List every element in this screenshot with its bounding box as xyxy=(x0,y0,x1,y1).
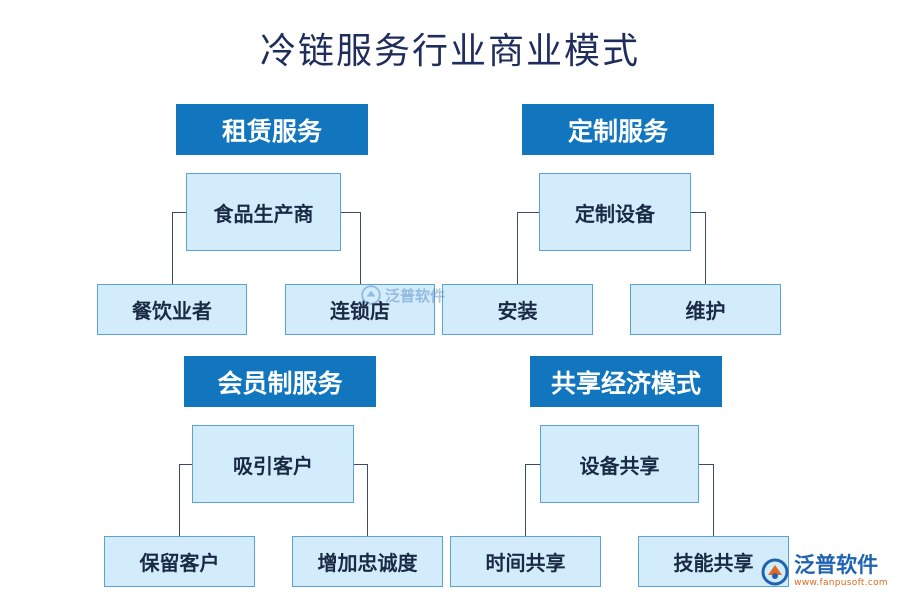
watermark-text: 泛普软件 xyxy=(385,286,446,305)
node-installation: 安装 xyxy=(442,284,593,335)
node-maintenance: 维护 xyxy=(630,284,781,335)
node-increase-loyalty: 增加忠诚度 xyxy=(292,536,443,587)
brand-logo: 泛普软件 www.fanpusoft.com xyxy=(760,555,888,588)
node-retain-customers: 保留客户 xyxy=(104,536,255,587)
header-custom-service: 定制服务 xyxy=(522,104,714,155)
node-chain-store: 连锁店 xyxy=(285,284,435,335)
page-title: 冷链服务行业商业模式 xyxy=(259,31,640,72)
node-food-producer: 食品生产商 xyxy=(186,173,341,251)
logo-url: www.fanpusoft.com xyxy=(794,578,888,588)
header-sharing-economy: 共享经济模式 xyxy=(530,356,722,407)
fanpu-logo-icon xyxy=(761,558,789,585)
logo-name: 泛普软件 xyxy=(794,553,879,577)
node-equipment-sharing: 设备共享 xyxy=(540,425,699,503)
watermark: 泛普软件 xyxy=(360,284,445,306)
node-attract-customers: 吸引客户 xyxy=(192,425,354,503)
node-custom-equipment: 定制设备 xyxy=(539,173,691,251)
watermark-icon xyxy=(361,285,381,305)
node-skill-sharing: 技能共享 xyxy=(638,536,789,587)
node-time-sharing: 时间共享 xyxy=(450,536,601,587)
node-restaurateur: 餐饮业者 xyxy=(97,284,247,335)
header-membership-service: 会员制服务 xyxy=(184,356,376,407)
header-rental-service: 租赁服务 xyxy=(176,104,368,155)
